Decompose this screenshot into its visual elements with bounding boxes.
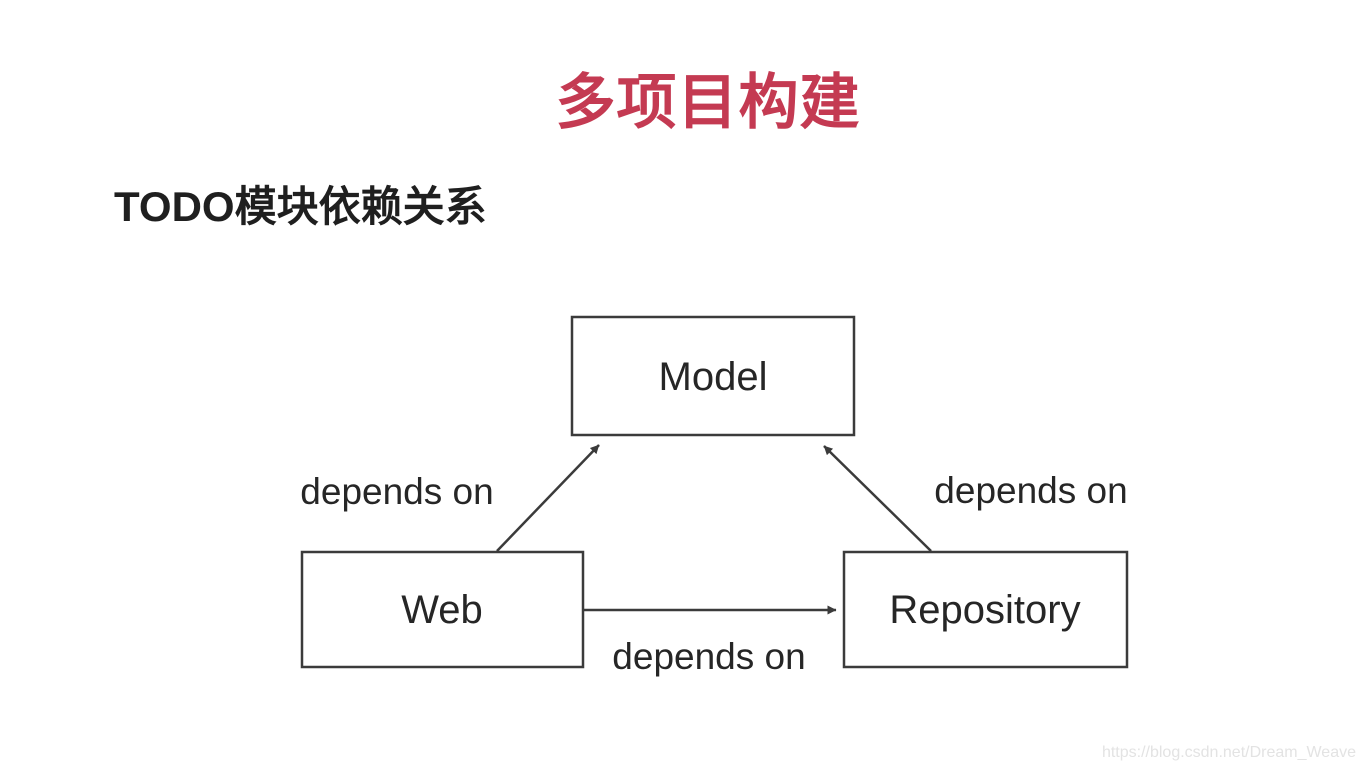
edge-label-web-repository: depends on [612, 636, 805, 677]
node-repository: Repository [842, 550, 1129, 669]
edge-web-to-model-arrow [496, 444, 600, 552]
node-model-box [570, 315, 856, 437]
slide-title: 多项目构建 [555, 69, 861, 136]
node-repository-box [842, 550, 1129, 669]
node-model: Model [570, 315, 856, 437]
edge-label-repository-model: depends on [934, 470, 1127, 511]
node-repository-label: Repository [889, 588, 1080, 632]
slide-subtitle: TODO模块依赖关系 [114, 183, 487, 230]
node-web: Web [300, 550, 585, 669]
watermark-url: https://blog.csdn.net/Dream_Weave [1101, 744, 1356, 761]
edge-label-web-model: depends on [300, 471, 493, 512]
node-web-box [300, 550, 585, 669]
edge-repository-to-model-arrow [823, 445, 932, 552]
node-web-label: Web [401, 588, 483, 632]
node-model-label: Model [659, 355, 768, 399]
